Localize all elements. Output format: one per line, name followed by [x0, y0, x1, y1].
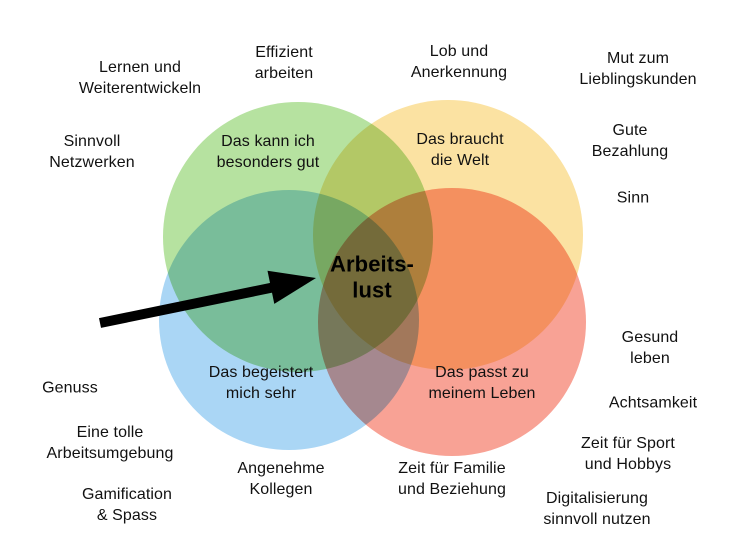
label-mut-zum-lieblingskunden: Mut zum Lieblingskunden	[579, 50, 697, 88]
label-zeit-fuer-sport-und-hobbys: Zeit für Sport und Hobbys	[581, 435, 675, 473]
label-lernen-und-weiterentwickeln: Lernen und Weiterentwickeln	[78, 59, 202, 97]
label-achtsamkeit: Achtsamkeit	[608, 394, 698, 412]
label-circle-passion: Das begeistert mich sehr	[208, 364, 314, 402]
label-gute-bezahlung: Gute Bezahlung	[591, 122, 669, 160]
label-genuss: Genuss	[42, 379, 98, 397]
label-effizient-arbeiten: Effizient arbeiten	[254, 44, 314, 82]
label-circle-skills: Das kann ich besonders gut	[216, 133, 320, 171]
label-digitalisierung-sinnvoll-nutzen: Digitalisierung sinnvoll nutzen	[543, 490, 651, 528]
arrow-icon	[98, 270, 316, 328]
label-circle-life-fit: Das passt zu meinem Leben	[428, 364, 536, 402]
circle-life-fit	[318, 188, 586, 456]
label-gamification-und-spass: Gamification & Spass	[81, 486, 173, 524]
label-zeit-fuer-familie-und-beziehung: Zeit für Familie und Beziehung	[397, 460, 507, 498]
label-sinn: Sinn	[616, 189, 650, 207]
center-label-arbeitslust: Arbeits- lust	[330, 251, 414, 303]
label-angenehme-kollegen: Angenehme Kollegen	[237, 460, 325, 498]
label-eine-tolle-arbeitsumgebung: Eine tolle Arbeitsumgebung	[46, 424, 174, 462]
label-sinnvoll-netzwerken: Sinnvoll Netzwerken	[49, 133, 135, 171]
label-circle-world-needs: Das braucht die Welt	[416, 131, 504, 169]
label-gesund-leben: Gesund leben	[621, 329, 679, 367]
label-lob-und-anerkennung: Lob und Anerkennung	[410, 43, 508, 81]
